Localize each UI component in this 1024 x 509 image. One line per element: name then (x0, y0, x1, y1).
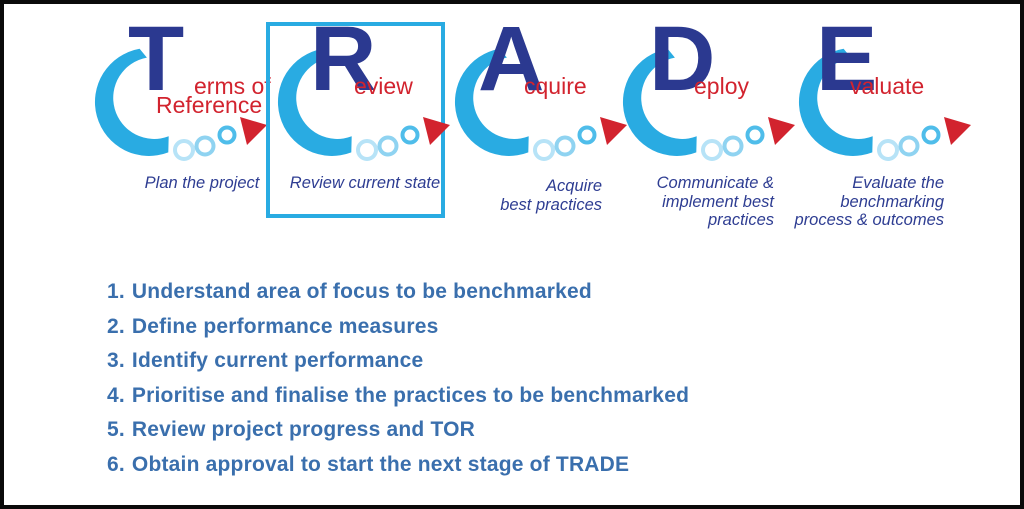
stage-caption: Review current state (285, 174, 445, 193)
step-text: Understand area of focus to be benchmark… (131, 280, 592, 303)
step-number: 6. (107, 452, 125, 476)
swoosh-arc-icon (277, 48, 352, 156)
stage-caption-line: best practices (500, 195, 602, 214)
progress-dot-icon (400, 125, 420, 145)
swoosh-arc-icon (798, 48, 873, 156)
progress-dot-icon (701, 139, 723, 161)
stage-caption-line: benchmarking (840, 192, 944, 211)
step-text: Review project progress and TOR (131, 418, 475, 442)
current-stage-highlight-box (266, 22, 445, 218)
stage-word-line: Reference (156, 92, 263, 118)
stage-caption-line: Evaluate the (852, 174, 944, 192)
stage-caption-line: Review current state (289, 174, 441, 192)
progress-dot-icon (745, 125, 765, 145)
step-number: 1. (107, 280, 125, 303)
swoosh-arc-icon (622, 48, 697, 156)
progress-dot-icon (554, 135, 576, 157)
direction-arrow-icon (240, 117, 267, 145)
progress-dot-icon (577, 125, 597, 145)
step-item: 1. Understand area of focus to be benchma… (107, 275, 689, 310)
stage-word-line: erms of (194, 73, 271, 99)
step-text: Obtain approval to start the next stage … (131, 452, 630, 476)
stage-caption-line: practices (707, 211, 774, 229)
swoosh-arc-icon (94, 48, 169, 156)
progress-dot-icon (898, 135, 920, 157)
stage-word-line: valuate (850, 73, 925, 99)
step-item: 3.Identify current performance (107, 344, 689, 379)
progress-dot-icon (217, 125, 237, 145)
stage-caption: Plan the project (122, 174, 282, 193)
step-item: 4.Prioritise and finalise the practices … (107, 379, 689, 414)
progress-dot-icon (722, 135, 744, 157)
stage-word-line: cquire (524, 73, 587, 99)
stage-word: valuate (850, 73, 925, 99)
stage-initial: A (478, 8, 544, 110)
stage-review: R eview Review current state (266, 13, 450, 238)
direction-arrow-icon (600, 117, 627, 145)
stage-initial: E (816, 8, 877, 110)
swoosh-progress-icon (94, 48, 267, 161)
swoosh-progress-icon (798, 48, 971, 161)
step-text: Define performance measures (131, 314, 439, 338)
swoosh-progress-icon (622, 48, 795, 161)
step-text: Prioritise and finalise the practices to… (131, 383, 690, 407)
step-item: 6.Obtain approval to start the next stag… (107, 448, 689, 483)
progress-dot-icon (533, 139, 555, 161)
stage-caption-line: Communicate & (656, 174, 774, 192)
stage-word: eploy (694, 73, 749, 99)
stage-word-line: eview (354, 73, 413, 99)
progress-dot-icon (377, 135, 399, 157)
direction-arrow-icon (944, 117, 971, 145)
progress-dot-icon (194, 135, 216, 157)
stage-initial: D (649, 8, 715, 110)
direction-arrow-icon (423, 117, 450, 145)
stage-caption-line: process & outcomes (794, 211, 944, 229)
progress-dot-icon (356, 139, 378, 161)
step-item: 2.Define performance measures (107, 310, 689, 345)
progress-dot-icon (877, 139, 899, 161)
step-item: 5.Review project progress and TOR (107, 413, 689, 448)
benchmarking-steps-list: 1. Understand area of focus to be benchma… (107, 275, 689, 483)
stage-caption-line: Plan the project (144, 174, 260, 192)
stage-word-line: eploy (694, 73, 749, 99)
stage-caption-line: implement best (662, 192, 774, 211)
step-number: 5. (107, 418, 125, 442)
step-number: 3. (107, 349, 125, 373)
stage-word: cquire (524, 73, 587, 99)
swoosh-progress-icon (277, 48, 450, 161)
stage-initial: R (310, 8, 376, 110)
swoosh-arc-icon (454, 48, 529, 156)
step-number: 2. (107, 314, 125, 338)
step-number: 4. (107, 383, 125, 407)
step-text: Identify current performance (131, 349, 424, 373)
stage-initial: T (128, 8, 184, 110)
progress-dot-icon (921, 125, 941, 145)
progress-dot-icon (173, 139, 195, 161)
swoosh-progress-icon (454, 48, 627, 161)
stage-caption-line: Acquire (546, 177, 602, 195)
direction-arrow-icon (768, 117, 795, 145)
stage-word: eview (354, 73, 413, 99)
